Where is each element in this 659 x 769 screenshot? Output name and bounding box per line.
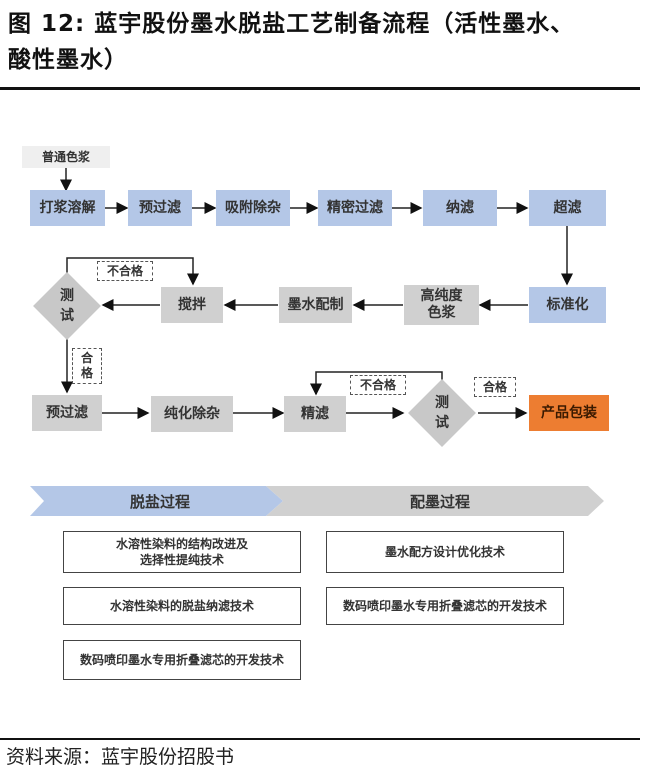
tech-mixing-2: 数码喷印墨水专用折叠滤芯的开发技术 <box>326 587 564 625</box>
stage-label-desalt: 脱盐过程 <box>129 492 190 511</box>
top-rule <box>0 87 640 90</box>
step-high-purity-paste: 高纯度 色浆 <box>404 285 479 325</box>
arrow-fail-loop-1 <box>66 257 199 286</box>
step-adsorption: 吸附除杂 <box>216 190 290 226</box>
step-fine-filter: 精滤 <box>284 396 346 432</box>
chevron-mixing <box>266 486 604 516</box>
tech-mixing-1: 墨水配方设计优化技术 <box>326 531 564 573</box>
pass-label-1: 合 格 <box>72 348 102 384</box>
stage-label-mixing: 配墨过程 <box>409 492 470 511</box>
pass-label-2: 合格 <box>474 377 516 397</box>
tech-desalt-2: 水溶性染料的脱盐纳滤技术 <box>63 587 301 625</box>
arrow-fail-loop-2 <box>310 371 443 396</box>
step-purification: 纯化除杂 <box>151 396 233 432</box>
step-precision-filter: 精密过滤 <box>318 190 392 226</box>
step-nanofiltration: 纳滤 <box>423 190 497 226</box>
bottom-rule <box>0 738 640 740</box>
title-line-2: 酸性墨水） <box>8 47 128 73</box>
step-pulping: 打浆溶解 <box>30 190 105 226</box>
test-label-2: 测 试 <box>435 395 449 431</box>
title-line-1: 图 12: 蓝宇股份墨水脱盐工艺制备流程（活性墨水、 <box>8 11 575 37</box>
step-ink-formulation: 墨水配制 <box>279 287 352 323</box>
step-packaging: 产品包装 <box>529 395 609 431</box>
tech-desalt-3: 数码喷印墨水专用折叠滤芯的开发技术 <box>63 640 301 680</box>
source-note: 资料来源：蓝宇股份招股书 <box>6 746 235 768</box>
input-node: 普通色浆 <box>22 146 110 168</box>
test-label-1: 测 试 <box>60 288 74 324</box>
step-standardize: 标准化 <box>529 287 606 323</box>
tech-desalt-1: 水溶性染料的结构改进及 选择性提纯技术 <box>63 531 301 573</box>
fail-label-1: 不合格 <box>97 261 153 281</box>
step-prefilter: 预过滤 <box>128 190 192 226</box>
chevron-desalt <box>30 486 283 516</box>
step-prefilter-2: 预过滤 <box>32 395 102 431</box>
figure-title: 图 12: 蓝宇股份墨水脱盐工艺制备流程（活性墨水、 酸性墨水） <box>8 6 648 78</box>
step-stirring: 搅拌 <box>161 287 223 323</box>
fail-label-2: 不合格 <box>350 375 406 395</box>
step-ultrafiltration: 超滤 <box>529 190 606 226</box>
